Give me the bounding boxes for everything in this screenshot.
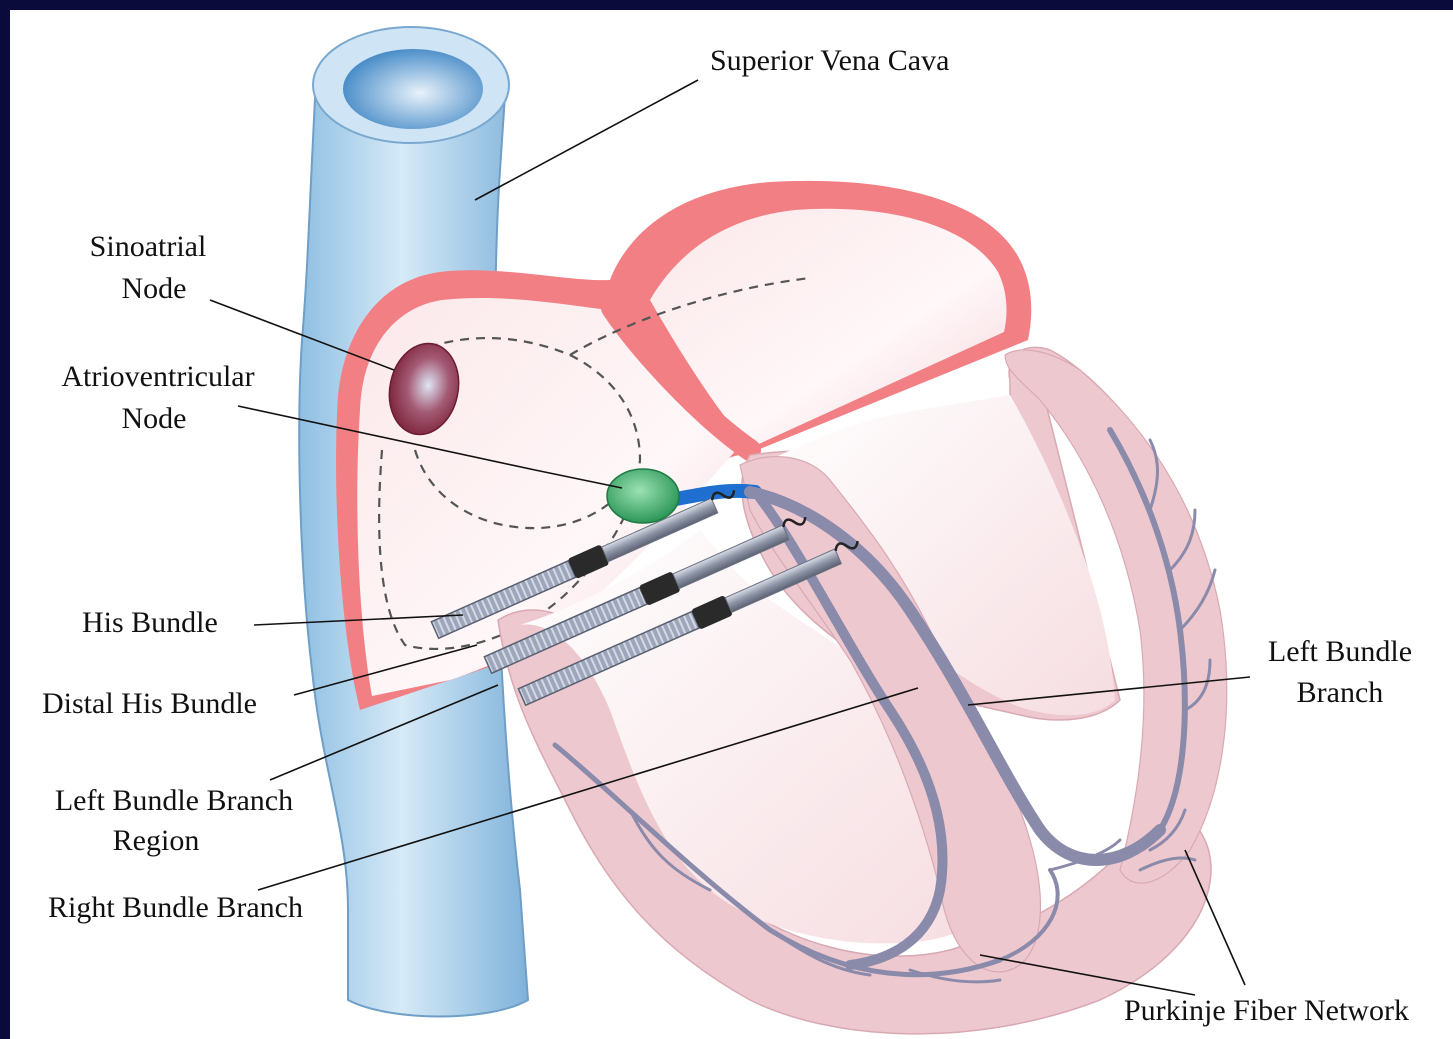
heart-conduction-diagram: Superior Vena Cava Sinoatrial Node Atrio… xyxy=(10,10,1453,1039)
label-atrioventricular-line2: Node xyxy=(122,402,187,435)
label-left-bundle-branch-line2: Branch xyxy=(1297,676,1384,709)
label-his-bundle: His Bundle xyxy=(82,606,218,639)
label-sinoatrial-line2: Node xyxy=(122,272,187,305)
label-left-bundle-branch-line1: Left Bundle xyxy=(1268,635,1412,668)
label-right-bundle-branch: Right Bundle Branch xyxy=(48,891,303,924)
atrioventricular-node xyxy=(607,469,679,523)
label-purkinje-fiber-network: Purkinje Fiber Network xyxy=(1124,994,1409,1027)
label-superior-vena-cava: Superior Vena Cava xyxy=(710,44,949,77)
label-left-bundle-branch-region-line2: Region xyxy=(113,824,200,857)
label-left-bundle-branch-region-line1: Left Bundle Branch xyxy=(55,784,293,817)
vena-cava-lumen xyxy=(343,49,483,129)
diagram-frame: Superior Vena Cava Sinoatrial Node Atrio… xyxy=(10,10,1453,1039)
label-sinoatrial-line1: Sinoatrial xyxy=(90,230,207,263)
label-atrioventricular-line1: Atrioventricular xyxy=(61,360,254,393)
label-distal-his-bundle: Distal His Bundle xyxy=(42,687,257,720)
